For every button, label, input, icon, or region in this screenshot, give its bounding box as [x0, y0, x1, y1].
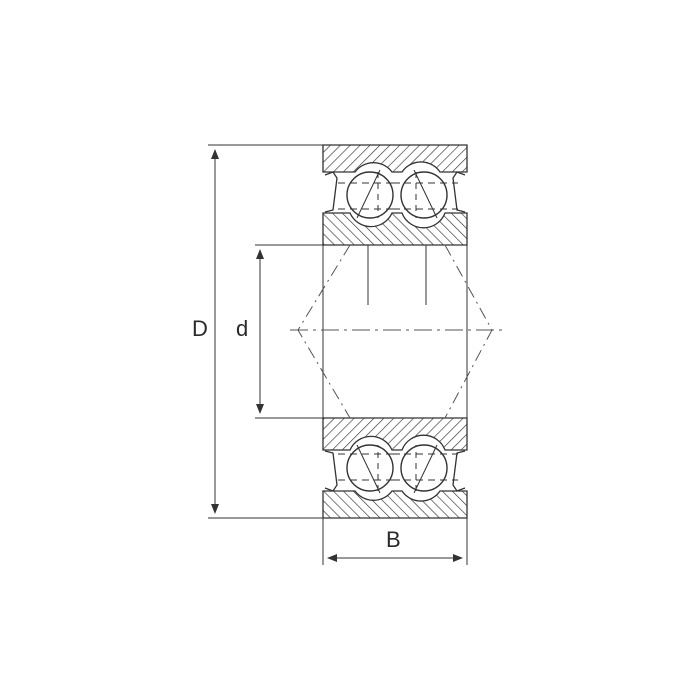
bore-outline	[322, 245, 468, 418]
contact-cone-lines	[297, 244, 493, 419]
dimension-d	[255, 244, 323, 419]
label-D: D	[192, 316, 208, 341]
label-d: d	[236, 316, 249, 341]
dimension-B	[322, 518, 468, 565]
dimension-D	[208, 144, 323, 519]
top-section	[322, 144, 468, 246]
label-B: B	[386, 527, 401, 552]
bottom-section	[322, 417, 468, 519]
